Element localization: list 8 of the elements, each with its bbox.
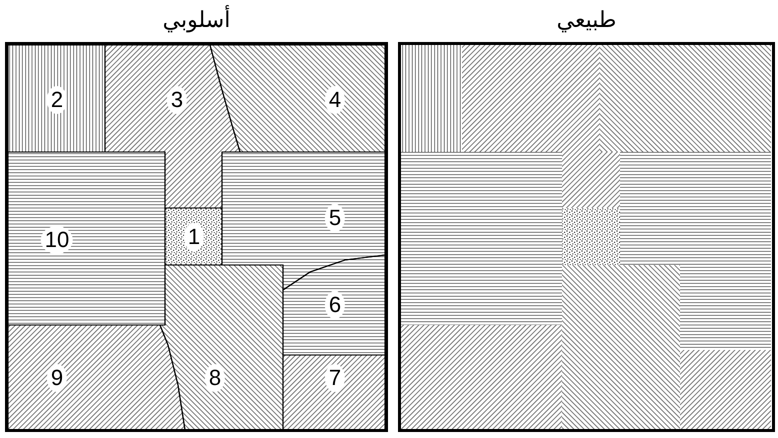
hatched-region <box>105 45 240 208</box>
hatched-region <box>165 208 222 265</box>
hatched-region <box>8 45 105 152</box>
hatched-region <box>283 355 385 430</box>
hatched-region <box>8 325 185 430</box>
hatched-region <box>8 152 165 325</box>
panel-title: طبيعي <box>556 8 616 34</box>
hatched-region <box>210 45 385 152</box>
